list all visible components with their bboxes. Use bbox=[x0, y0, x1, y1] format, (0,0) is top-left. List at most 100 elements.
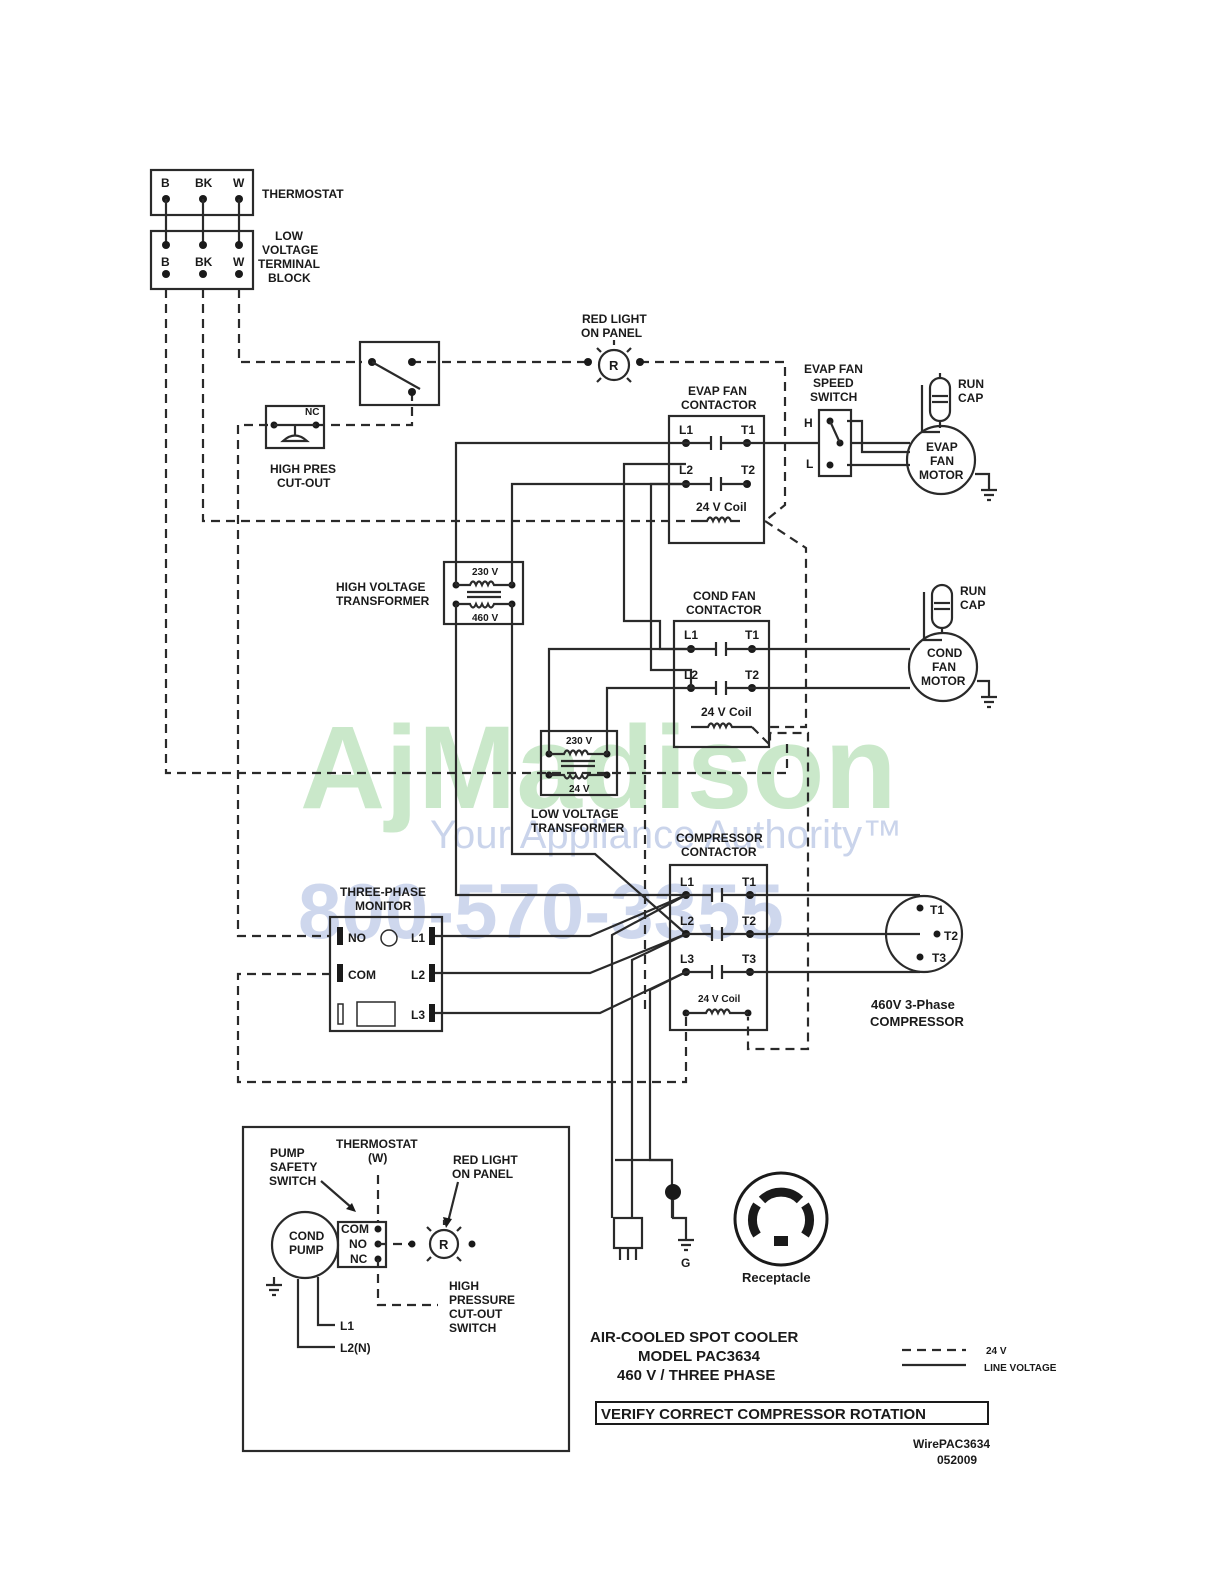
inset-hp-4: SWITCH bbox=[449, 1321, 496, 1335]
thermostat-terminal-b: B bbox=[161, 176, 170, 190]
block-label-1: LOW bbox=[275, 229, 304, 243]
evap-l2: L2 bbox=[679, 463, 693, 477]
evap-l1: L1 bbox=[679, 423, 693, 437]
power-plug: G bbox=[612, 1184, 694, 1270]
watermark: AjMadison Your Appliance Authority™ 800-… bbox=[298, 702, 902, 955]
inset-switch-no: NO bbox=[349, 1237, 367, 1251]
inset-hp-1: HIGH bbox=[449, 1279, 479, 1293]
speed-switch-label-2: SPEED bbox=[813, 376, 854, 390]
block-terminal-b: B bbox=[161, 255, 170, 269]
inset-thermostat-1: THERMOSTAT bbox=[336, 1137, 418, 1151]
lv-transformer-bottom: 24 V bbox=[569, 784, 590, 795]
evap-coil-label: 24 V Coil bbox=[696, 500, 747, 514]
title-block: AIR-COOLED SPOT COOLER MODEL PAC3634 460… bbox=[590, 1329, 990, 1467]
cond-l1: L1 bbox=[684, 628, 698, 642]
inset-l2: L2(N) bbox=[340, 1341, 371, 1355]
block-terminal-bk: BK bbox=[195, 255, 213, 269]
legend-line-voltage: LINE VOLTAGE bbox=[984, 1363, 1057, 1374]
title-line-1: AIR-COOLED SPOT COOLER bbox=[590, 1329, 799, 1346]
low-voltage-transformer: 230 V 24 V LOW VOLTAGE TRANSFORMER bbox=[531, 729, 625, 835]
inset-red-light-1: RED LIGHT bbox=[453, 1153, 518, 1167]
evap-cap-label-1: RUN bbox=[958, 377, 984, 391]
inset-pump-2: PUMP bbox=[289, 1243, 324, 1257]
watermark-brand: AjMadison bbox=[300, 702, 897, 834]
inset-pump-switch-1: PUMP bbox=[270, 1146, 305, 1160]
hv-transformer-label-2: TRANSFORMER bbox=[336, 594, 430, 608]
evap-motor-label-3: MOTOR bbox=[919, 468, 964, 482]
cond-fan-contactor: COND FAN CONTACTOR L1 T1 L2 T2 24 V Coil bbox=[672, 589, 771, 749]
evap-contactor-label-1: EVAP FAN bbox=[688, 384, 747, 398]
legend-24v: 24 V bbox=[986, 1346, 1007, 1357]
inset-pump-switch-2: SAFETY bbox=[270, 1160, 317, 1174]
hv-transformer-bottom: 460 V bbox=[472, 613, 498, 624]
cond-fan-motor: COND FAN MOTOR RUN CAP bbox=[907, 583, 997, 709]
cond-cap-label-2: CAP bbox=[960, 598, 985, 612]
cond-motor-label-1: COND bbox=[927, 646, 963, 660]
speed-switch-label-3: SWITCH bbox=[810, 390, 857, 404]
inset-red-light-2: ON PANEL bbox=[452, 1167, 513, 1181]
block-label-4: BLOCK bbox=[268, 271, 311, 285]
inset-hp-2: PRESSURE bbox=[449, 1293, 515, 1307]
cond-contactor-label-2: CONTACTOR bbox=[686, 603, 762, 617]
compressor-contactor: COMPRESSOR CONTACTOR L1 T1 L2 T2 L3 T3 2… bbox=[668, 831, 769, 1032]
inset-hp-3: CUT-OUT bbox=[449, 1307, 503, 1321]
thermostat-label: THERMOSTAT bbox=[262, 187, 344, 201]
inset-pump-switch-3: SWITCH bbox=[269, 1174, 316, 1188]
high-voltage-transformer: HIGH VOLTAGE TRANSFORMER 230 V 460 V bbox=[336, 560, 525, 626]
red-light-label-1: RED LIGHT bbox=[582, 312, 647, 326]
legend: 24 V LINE VOLTAGE bbox=[902, 1346, 1057, 1374]
evap-motor-label-2: FAN bbox=[930, 454, 954, 468]
red-light-on-panel: RED LIGHT ON PANEL R bbox=[581, 312, 647, 383]
compressor-t2: T2 bbox=[944, 929, 958, 943]
block-terminal-w: W bbox=[233, 255, 245, 269]
high-pres-nc: NC bbox=[305, 407, 319, 418]
thermostat-terminal-w: W bbox=[233, 176, 245, 190]
comp-t2: T2 bbox=[742, 914, 756, 928]
cond-motor-label-3: MOTOR bbox=[921, 674, 966, 688]
high-pres-label-2: CUT-OUT bbox=[277, 476, 331, 490]
compressor-t3: T3 bbox=[932, 951, 946, 965]
monitor-l3: L3 bbox=[411, 1008, 425, 1022]
low-voltage-terminal-block: B BK W LOW VOLTAGE TERMINAL BLOCK bbox=[149, 229, 320, 291]
red-light-symbol: R bbox=[609, 358, 619, 373]
inset-light-symbol: R bbox=[439, 1237, 449, 1252]
monitor-label-1: THREE-PHASE bbox=[340, 885, 426, 899]
cond-cap-label-1: RUN bbox=[960, 584, 986, 598]
lv-transformer-label-1: LOW VOLTAGE bbox=[531, 807, 619, 821]
inset-pump-1: COND bbox=[289, 1229, 325, 1243]
compressor-label-2: COMPRESSOR bbox=[870, 1014, 965, 1029]
red-light-label-2: ON PANEL bbox=[581, 326, 642, 340]
title-line-2: MODEL PAC3634 bbox=[638, 1348, 761, 1365]
compressor: T1 T2 T3 460V 3-Phase COMPRESSOR bbox=[870, 894, 965, 1029]
drawing-code: WirePAC3634 bbox=[913, 1437, 990, 1451]
thermostat-terminal-bk: BK bbox=[195, 176, 213, 190]
hv-transformer-top: 230 V bbox=[472, 567, 498, 578]
block-label-3: TERMINAL bbox=[258, 257, 320, 271]
lv-transformer-label-2: TRANSFORMER bbox=[531, 821, 625, 835]
cond-contactor-label-1: COND FAN bbox=[693, 589, 756, 603]
hv-transformer-label-1: HIGH VOLTAGE bbox=[336, 580, 426, 594]
comp-t1: T1 bbox=[742, 875, 756, 889]
cond-motor-label-2: FAN bbox=[932, 660, 956, 674]
evap-fan-motor: EVAP FAN MOTOR RUN CAP bbox=[905, 373, 997, 502]
comp-contactor-label-1: COMPRESSOR bbox=[676, 831, 763, 845]
rotation-notice: VERIFY CORRECT COMPRESSOR ROTATION bbox=[601, 1406, 926, 1423]
cond-t2: T2 bbox=[745, 668, 759, 682]
selector-switch bbox=[358, 340, 441, 407]
speed-switch-h: H bbox=[804, 416, 813, 430]
lv-transformer-top: 230 V bbox=[566, 736, 592, 747]
inset-thermostat-2: (W) bbox=[368, 1151, 387, 1165]
block-label-2: VOLTAGE bbox=[262, 243, 318, 257]
comp-l2: L2 bbox=[680, 914, 694, 928]
compressor-t1: T1 bbox=[930, 903, 944, 917]
evap-cap-label-2: CAP bbox=[958, 391, 983, 405]
cond-t1: T1 bbox=[745, 628, 759, 642]
ground-label: G bbox=[681, 1256, 690, 1270]
evap-contactor-label-2: CONTACTOR bbox=[681, 398, 757, 412]
thermostat: B BK W THERMOSTAT bbox=[149, 168, 344, 217]
high-pres-label-1: HIGH PRES bbox=[270, 462, 336, 476]
monitor-l1: L1 bbox=[411, 931, 425, 945]
evap-fan-contactor: EVAP FAN CONTACTOR L1 T1 L2 T2 24 V Coil bbox=[667, 384, 766, 545]
speed-switch-l: L bbox=[806, 457, 813, 471]
